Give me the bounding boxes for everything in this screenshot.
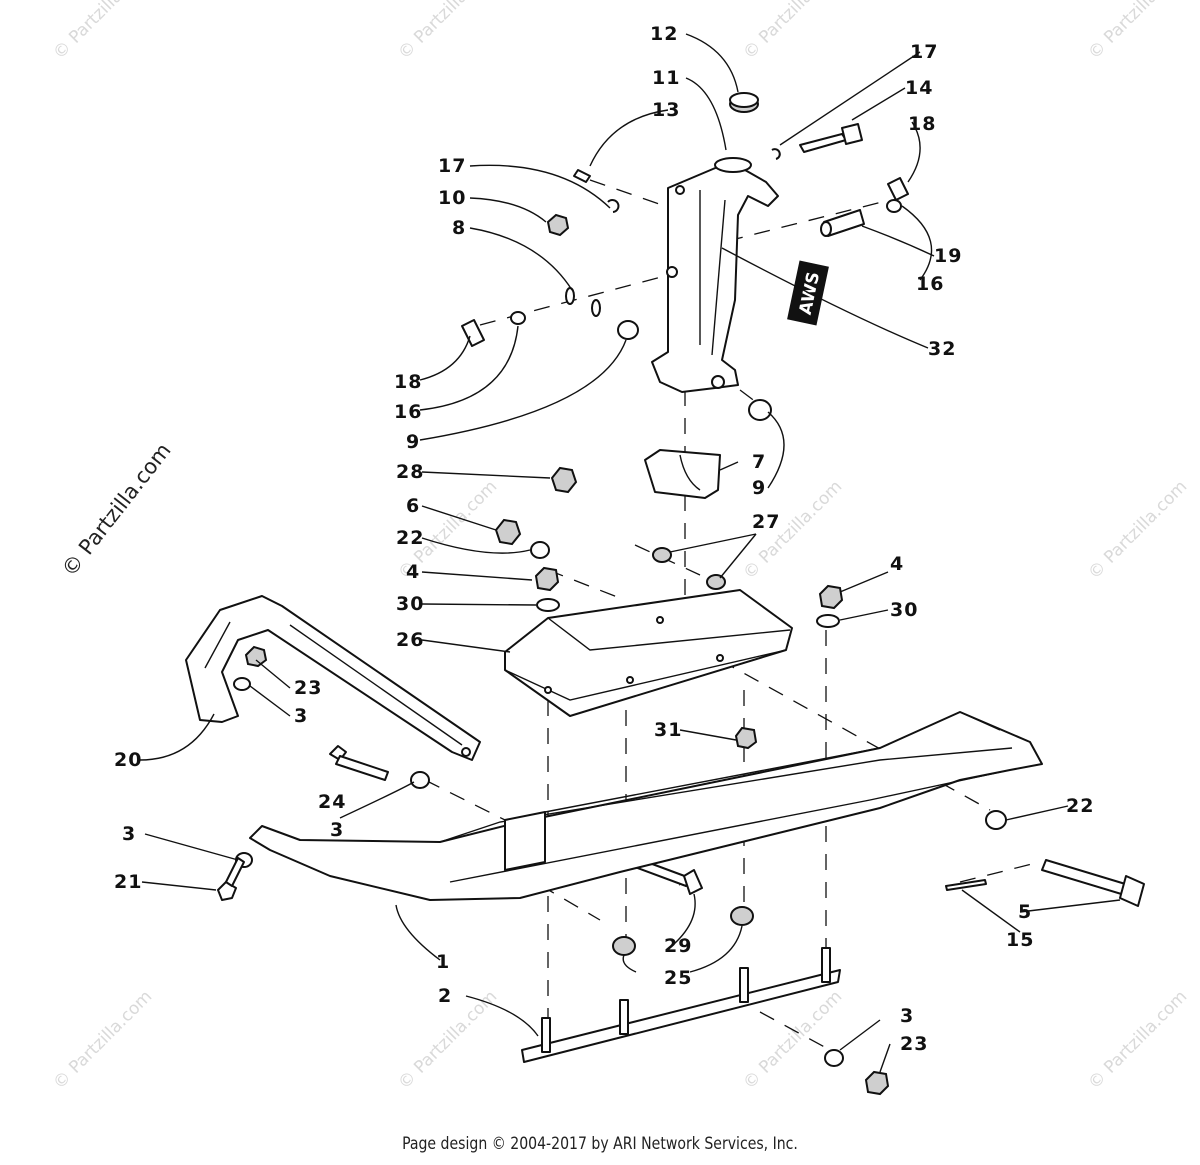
callout-21: 21 <box>114 871 142 893</box>
callout-29: 29 <box>664 935 692 957</box>
callout-18: 18 <box>908 113 936 135</box>
callout-15: 15 <box>1006 929 1034 951</box>
callout-23: 23 <box>900 1033 928 1055</box>
callout-11: 11 <box>652 67 680 89</box>
watermark: © Partzilla.com <box>394 0 501 64</box>
callout-4: 4 <box>890 553 904 575</box>
ski <box>249 711 1043 901</box>
callout-labels: 12 11 17 14 13 18 17 10 8 19 16 32 18 16… <box>114 23 1094 1055</box>
callout-4: 4 <box>406 561 420 583</box>
callout-24: 24 <box>318 791 346 813</box>
callout-26: 26 <box>396 629 424 651</box>
callout-32: 32 <box>928 338 956 360</box>
callout-3: 3 <box>330 819 344 841</box>
spindle <box>651 157 779 393</box>
callout-31: 31 <box>654 719 682 741</box>
callout-3: 3 <box>294 705 308 727</box>
callout-16: 16 <box>394 401 422 423</box>
callout-20: 20 <box>114 749 142 771</box>
watermark: © Partzilla.com <box>49 0 156 64</box>
callout-28: 28 <box>396 461 424 483</box>
callout-17: 17 <box>438 155 466 177</box>
callout-25: 25 <box>664 967 692 989</box>
callout-3: 3 <box>900 1005 914 1027</box>
page-footer: Page design © 2004-2017 by ARI Network S… <box>402 1134 798 1154</box>
ski-loop <box>185 595 481 761</box>
callout-9: 9 <box>752 477 766 499</box>
callout-9: 9 <box>406 431 420 453</box>
callout-16: 16 <box>916 273 944 295</box>
ski-saddle <box>504 589 793 717</box>
callout-30: 30 <box>890 599 918 621</box>
callout-6: 6 <box>406 495 420 517</box>
callout-12: 12 <box>650 23 678 45</box>
callout-10: 10 <box>438 187 466 209</box>
leader-lines <box>139 33 1121 1073</box>
callout-27: 27 <box>752 511 780 533</box>
watermark: © Partzilla.com <box>1084 477 1191 584</box>
callout-13: 13 <box>652 99 680 121</box>
callout-30: 30 <box>396 593 424 615</box>
callout-18: 18 <box>394 371 422 393</box>
callout-17: 17 <box>910 41 938 63</box>
callout-2: 2 <box>438 985 452 1007</box>
callout-8: 8 <box>452 217 466 239</box>
callout-3: 3 <box>122 823 136 845</box>
watermark: © Partzilla.com <box>1084 987 1191 1094</box>
watermark: © Partzilla.com <box>1084 0 1191 64</box>
callout-22: 22 <box>396 527 424 549</box>
callout-22: 22 <box>1066 795 1094 817</box>
wear-bar <box>521 947 841 1063</box>
callout-1: 1 <box>436 951 450 973</box>
callout-14: 14 <box>905 77 933 99</box>
hardware <box>217 92 1145 1096</box>
callout-23: 23 <box>294 677 322 699</box>
watermark-large: © Partzilla.com <box>57 439 176 581</box>
callout-7: 7 <box>752 451 766 473</box>
callout-19: 19 <box>934 245 962 267</box>
callout-5: 5 <box>1018 901 1032 923</box>
watermark: © Partzilla.com <box>739 0 846 64</box>
watermark: © Partzilla.com <box>49 987 156 1094</box>
